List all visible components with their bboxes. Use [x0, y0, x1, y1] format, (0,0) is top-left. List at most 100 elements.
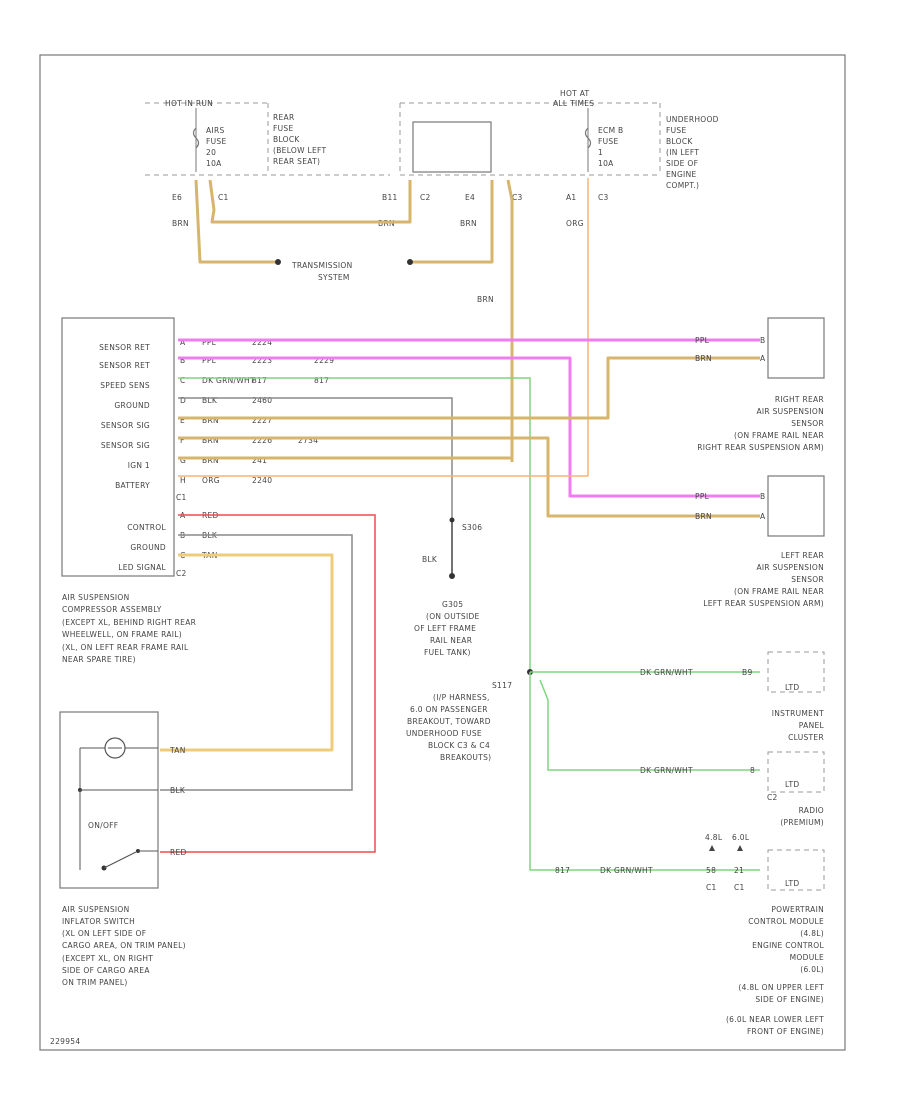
underhood-note-3: (IN LEFT	[666, 148, 699, 157]
compressor-mid-label-1: 2229	[314, 356, 334, 365]
hot-at-all-times-1: ALL TIMES	[553, 99, 594, 108]
wire-label-org-top: ORG	[566, 219, 584, 228]
left-rear-desc-4: LEFT REAR SUSPENSION ARM)	[703, 599, 824, 608]
conn-c3-top-b: C3	[598, 193, 609, 202]
compressor-wire-color-7: ORG	[202, 476, 220, 485]
left-rear-description: LEFT REAR AIR SUSPENSION SENSOR (ON FRAM…	[703, 551, 824, 608]
right-rear-wire1: PPL	[695, 336, 710, 345]
wire-brn-e6-b11	[208, 179, 412, 224]
underhood-note-6: COMPT.)	[666, 181, 699, 190]
left-rear-sensor-box	[767, 475, 825, 537]
right-rear-desc-3: (ON FRAME RAIL NEAR	[734, 431, 824, 440]
switch-desc-3: CARGO AREA, ON TRIM PANEL)	[62, 941, 186, 950]
ecm-fuse-label-3: 10A	[598, 159, 614, 168]
rear-fuse-label-2: 20	[206, 148, 216, 157]
compressor-circuit-4: 2227	[252, 416, 272, 425]
splice-description: S117 (I/P HARNESS, 6.0 ON PASSENGER BREA…	[406, 681, 512, 762]
compressor-pin-num-7: H	[180, 476, 186, 485]
compressor-circuit-5: 2226	[252, 436, 272, 445]
ground-desc-4: FUEL TANK)	[424, 648, 471, 657]
switch-wire-blk: BLK	[170, 786, 186, 795]
compressor-wire-color-4: BRN	[202, 416, 219, 425]
pcm-desc-4: MODULE	[790, 953, 824, 962]
compressor-assembly-box	[61, 317, 175, 577]
pcm-desc-0: POWERTRAIN	[771, 905, 824, 914]
ground-desc-1: (ON OUTSIDE	[426, 612, 480, 621]
rear-fuse-block-note-1: FUSE	[273, 124, 294, 133]
pcm-arrow-b	[737, 845, 743, 851]
wire-dkgrn-radio	[539, 679, 760, 771]
compressor-pin-label-2: SPEED SENS	[100, 381, 150, 390]
rear-fuse-block-note-4: REAR SEAT)	[273, 157, 320, 166]
rear-fuse-block-note-3: (BELOW LEFT	[273, 146, 327, 155]
compressor-pin-label-5: SENSOR SIG	[101, 441, 150, 450]
transmission-connector-right	[407, 259, 413, 265]
compressor-c1-label: C1	[176, 493, 187, 502]
radio-conn: C2	[767, 793, 778, 802]
ground-wire-label: BLK	[422, 555, 438, 564]
compressor-wire-color-6: BRN	[202, 456, 219, 465]
compressor-pin-label-7: BATTERY	[115, 481, 150, 490]
ground-splice-dot	[449, 517, 455, 523]
compressor-circuit-7: 2240	[252, 476, 272, 485]
compressor-pin-num-3: D	[180, 396, 186, 405]
ground-g305-dot	[449, 573, 455, 579]
switch-lever-icon	[103, 851, 137, 869]
left-rear-pin2: A	[760, 512, 766, 521]
underhood-note-4: SIDE OF	[666, 159, 698, 168]
cluster-desc-2: CLUSTER	[788, 733, 824, 742]
compressor-circuit-2: 817	[252, 376, 267, 385]
pcm-desc-3: ENGINE CONTROL	[752, 941, 824, 950]
compressor-description: AIR SUSPENSION COMPRESSOR ASSEMBLY (EXCE…	[62, 593, 196, 664]
cluster-box	[767, 651, 825, 693]
switch-desc-4: (EXCEPT XL, ON RIGHT	[62, 954, 153, 963]
compressor-pin-num-5: F	[180, 436, 185, 445]
switch-desc-6: ON TRIM PANEL)	[62, 978, 128, 987]
left-rear-desc-3: (ON FRAME RAIL NEAR	[734, 587, 824, 596]
wire-tan-led	[160, 553, 334, 752]
pcm-box	[767, 849, 825, 891]
wire-red-control	[160, 514, 376, 853]
pcm-led: LTD	[785, 879, 799, 888]
left-rear-desc-2: SENSOR	[791, 575, 824, 584]
switch-wire-tan: TAN	[169, 746, 186, 755]
pcm-conn-b: C1	[734, 883, 745, 892]
ground-desc-3: RAIL NEAR	[430, 636, 472, 645]
transmission-label-0: TRANSMISSION	[291, 261, 353, 270]
transmission-connector-left	[275, 259, 281, 265]
inflator-switch-box	[59, 711, 159, 889]
left-rear-pin1: B	[760, 492, 765, 501]
switch-description: AIR SUSPENSION INFLATOR SWITCH (XL ON LE…	[62, 905, 186, 987]
compressor-c2-pin-label-2: LED SIGNAL	[118, 563, 166, 572]
conn-e4: E4	[465, 193, 475, 202]
cluster-pin: B9	[742, 668, 753, 677]
wire-label-brn-1: BRN	[172, 219, 189, 228]
pcm-description: POWERTRAIN CONTROL MODULE (4.8L) ENGINE …	[726, 905, 824, 1036]
pcm-wire2: DK GRN/WHT	[600, 866, 653, 875]
ecm-fuse-symbol	[584, 127, 592, 149]
compressor-desc-4: (XL, ON LEFT REAR FRAME RAIL	[62, 643, 189, 652]
cluster-desc-1: PANEL	[799, 721, 825, 730]
wire-dkgrn-splice	[178, 377, 531, 672]
footer-code: 229954	[50, 1037, 80, 1046]
compressor-mid-label-2: 817	[314, 376, 329, 385]
splice-desc-0: S117	[492, 681, 512, 690]
relay-box	[412, 121, 492, 173]
underhood-note-0: UNDERHOOD	[666, 115, 719, 124]
switch-desc-5: SIDE OF CARGO AREA	[62, 966, 150, 975]
pcm-desc-9: FRONT OF ENGINE)	[747, 1027, 824, 1036]
wire-brn-c3-vertical	[506, 179, 514, 462]
right-rear-wire2: BRN	[695, 354, 712, 363]
compressor-c2-pin-label-0: CONTROL	[127, 523, 166, 532]
compressor-c2-pin-label-1: GROUND	[130, 543, 166, 552]
compressor-wire-color-5: BRN	[202, 436, 219, 445]
compressor-circuit-6: 241	[252, 456, 267, 465]
pcm-desc-8: (6.0L NEAR LOWER LEFT	[726, 1015, 824, 1024]
underhood-note-5: ENGINE	[666, 170, 697, 179]
conn-c2-top: C2	[420, 193, 431, 202]
compressor-wire-color-2: DK GRN/WHT	[202, 376, 255, 385]
pcm-eng-b: 6.0L	[732, 833, 750, 842]
pcm-wire1: 817	[555, 866, 570, 875]
compressor-pin-label-1: SENSOR RET	[99, 361, 150, 370]
rear-fuse-block-note-0: REAR	[273, 113, 295, 122]
